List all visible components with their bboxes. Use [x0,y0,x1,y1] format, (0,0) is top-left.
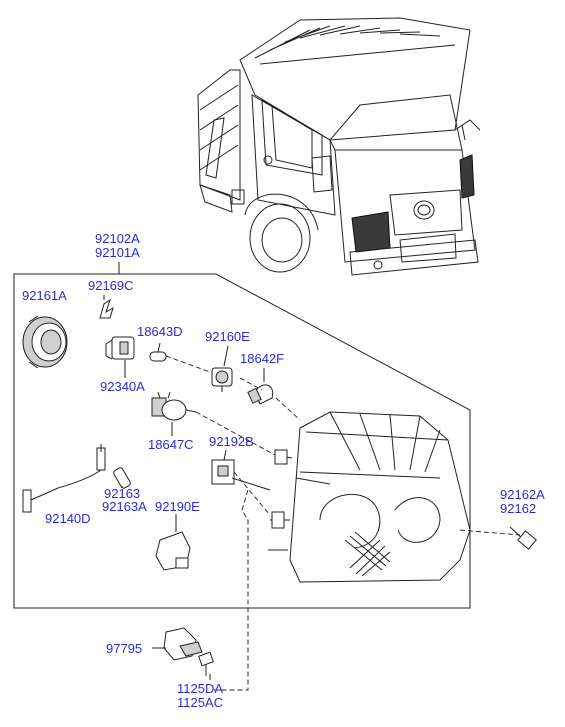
label-92140D[interactable]: 92140D [45,511,91,526]
combination-lamp-assembly[interactable] [268,411,471,583]
capless-bulb-part[interactable] [113,467,132,489]
label-92162[interactable]: 92162 [500,501,536,516]
bulb-socket-part[interactable] [105,336,135,360]
label-92340A[interactable]: 92340A [100,379,145,394]
lamp-socket-part[interactable] [211,367,233,392]
clip-part[interactable] [99,298,114,319]
headlamp-bulb-part[interactable] [151,391,197,421]
label-92192B[interactable]: 92192B [209,434,254,449]
label-97795[interactable]: 97795 [106,641,142,656]
label-1125AC[interactable]: 1125AC [177,695,223,710]
label-92161A[interactable]: 92161A [22,288,67,303]
harness-socket-part[interactable] [155,531,191,571]
socket-ring-part[interactable] [22,315,68,369]
leveling-actuator-part[interactable] [163,627,203,661]
leader-lines [103,295,521,691]
label-92102A[interactable]: 92102A [95,231,140,246]
label-18642F[interactable]: 18642F [240,351,284,366]
wiring-harness-part[interactable] [22,444,106,513]
label-92163A[interactable]: 92163A [102,499,147,514]
label-92163[interactable]: 92163 [104,486,140,501]
label-18643D[interactable]: 18643D [137,324,183,339]
truck-illustration [197,17,481,276]
bolt-part[interactable] [198,651,214,676]
label-92162A[interactable]: 92162A [500,487,545,502]
part-labels: 92102A 92101A 92161A 92169C 18643D 92160… [22,231,545,710]
label-92190E[interactable]: 92190E [155,499,200,514]
label-92160E[interactable]: 92160E [205,329,250,344]
assembly-frame [13,262,471,609]
small-socket-part[interactable] [211,459,235,485]
wedge-bulb-part[interactable] [149,351,167,362]
label-1125DA[interactable]: 1125DA [177,681,223,696]
label-92101A[interactable]: 92101A [95,245,140,260]
label-92169C[interactable]: 92169C [88,278,134,293]
turn-signal-bulb-part[interactable] [247,384,274,405]
label-18647C[interactable]: 18647C [148,437,194,452]
mounting-screw-part[interactable] [509,526,537,550]
